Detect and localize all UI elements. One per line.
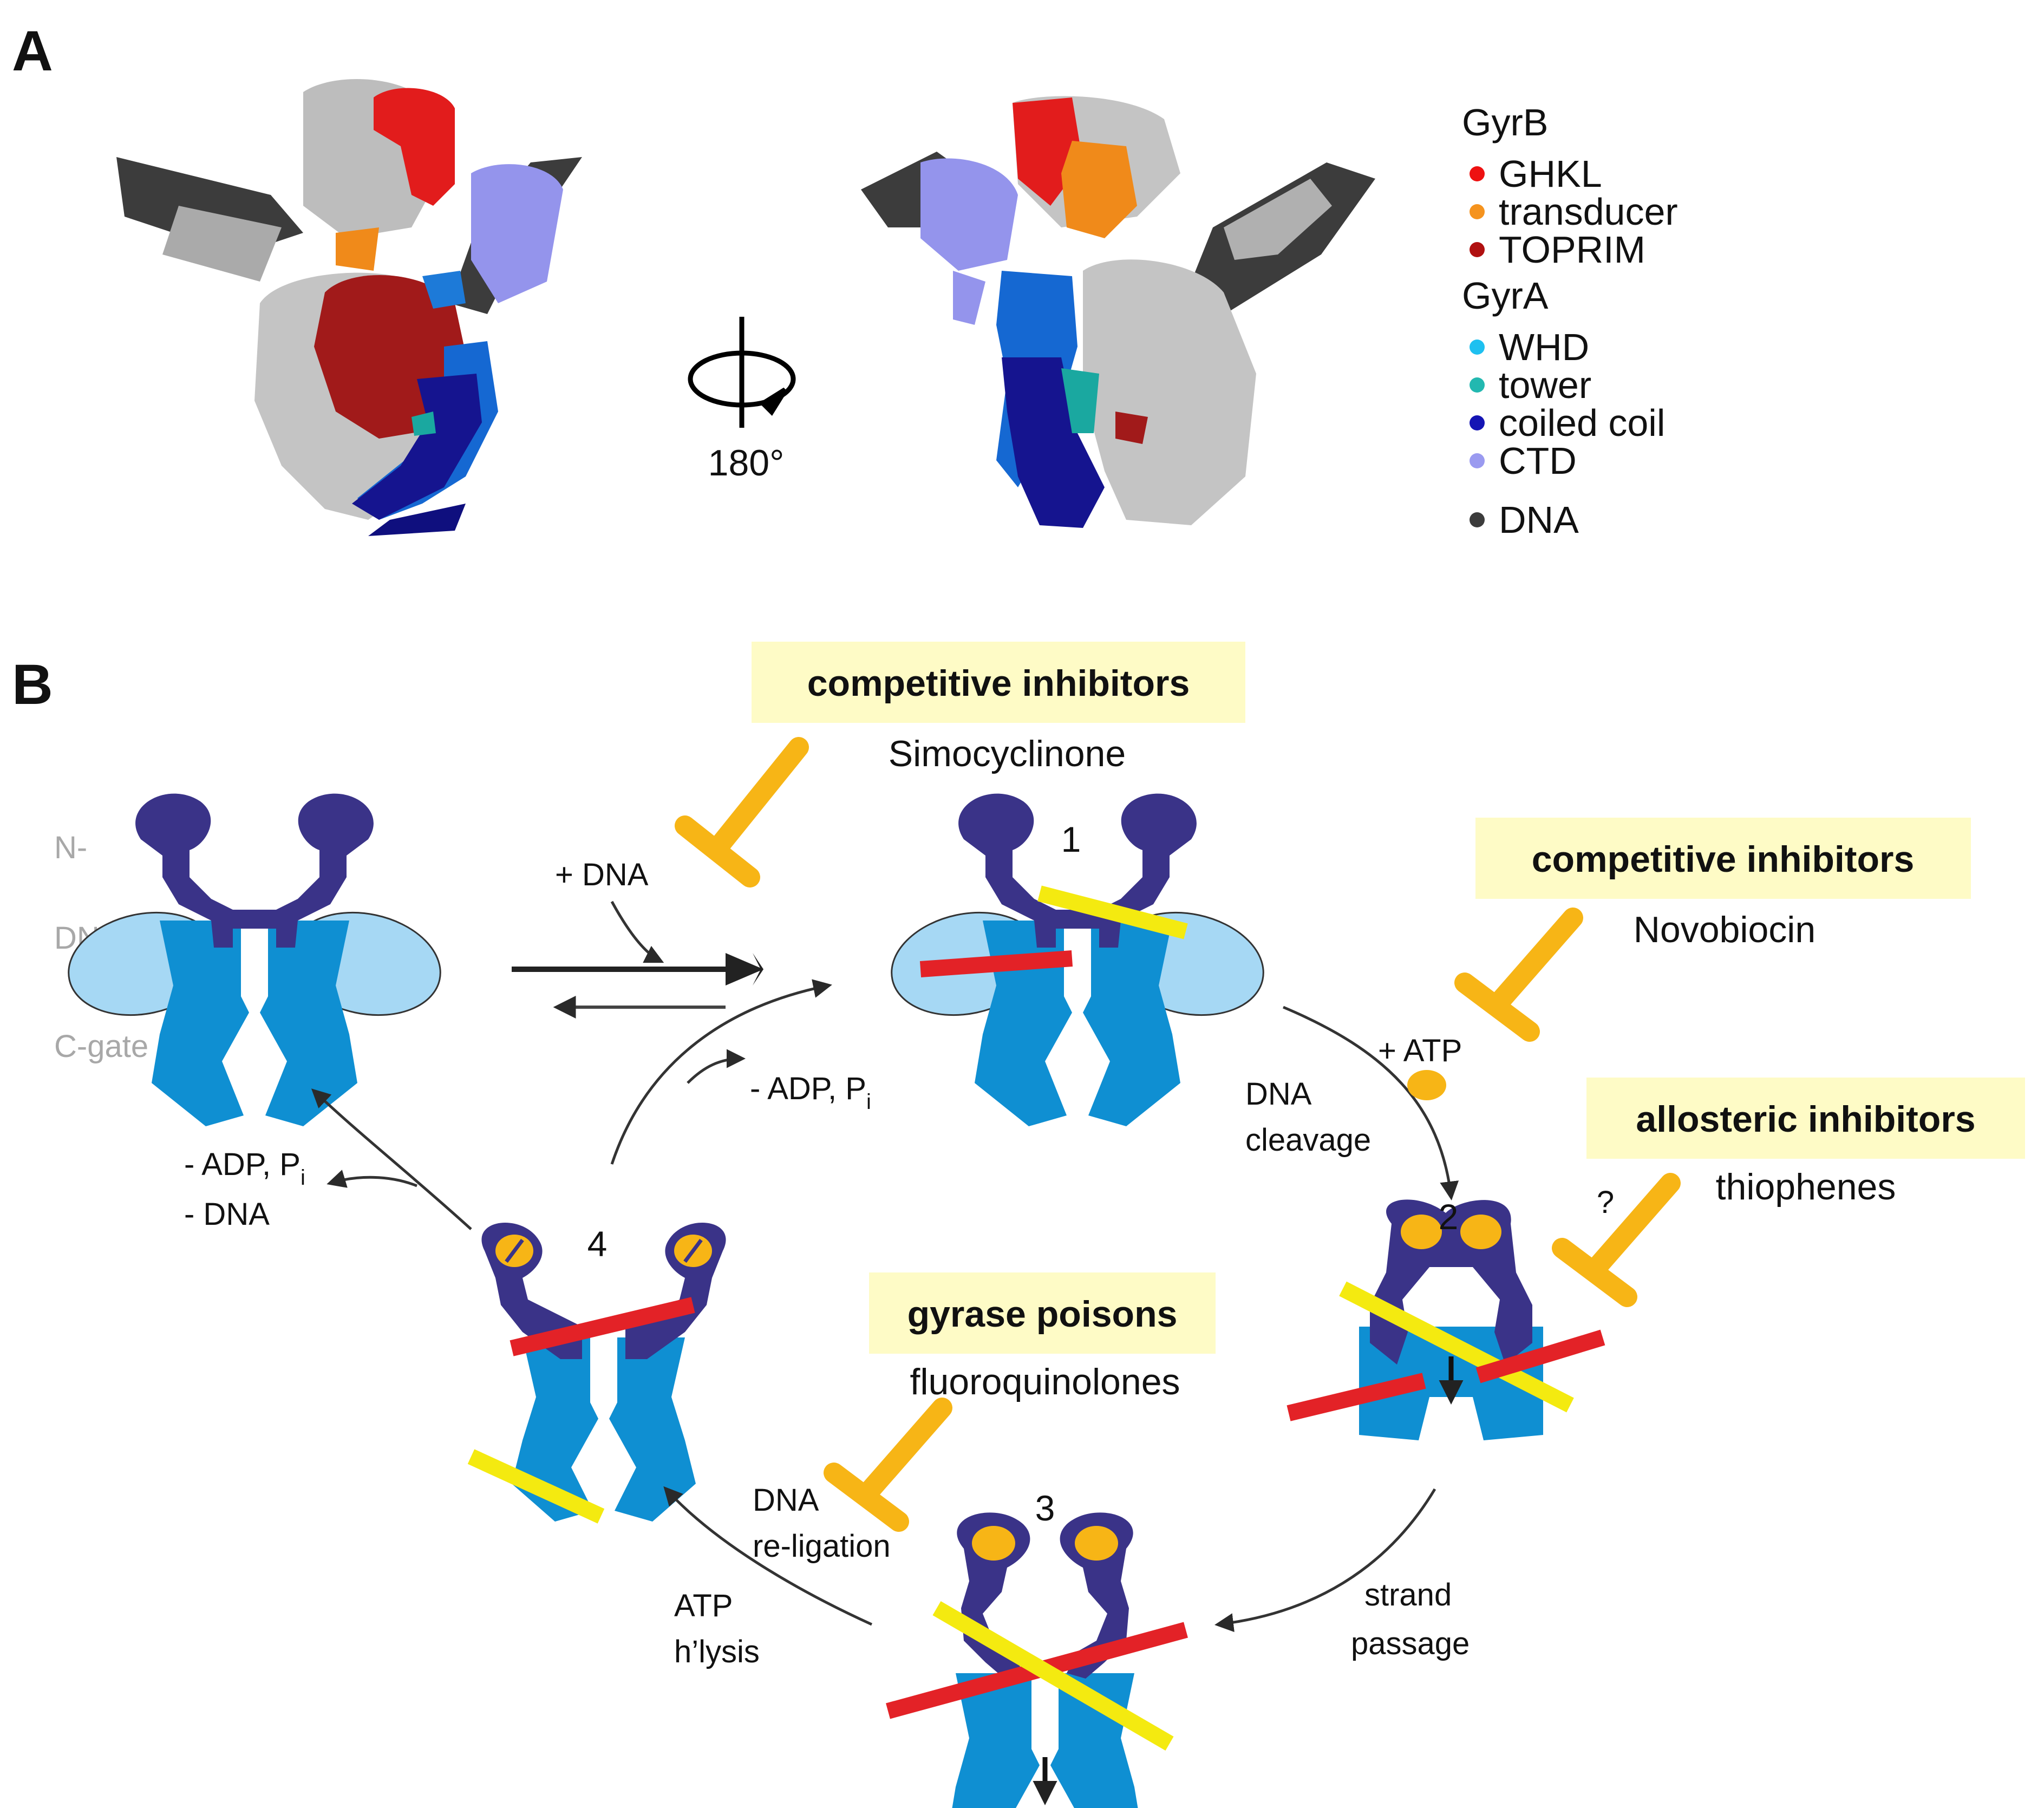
legend-gyra-label-tower: tower [1499, 364, 1591, 406]
release-branch-arrow [326, 1170, 417, 1188]
inhibition-bar-novobiocin [1487, 908, 1583, 1015]
inhibitor-title-2: competitive inhibitors [1532, 839, 1915, 880]
inhibition-bar-thiophenes [1584, 1173, 1681, 1280]
legend-gyrb-label-ghkl: GHKL [1499, 153, 1602, 195]
legend-gyra-swatch-coiled-coil [1470, 415, 1485, 430]
label-release-adp: - ADP, Pi [184, 1147, 305, 1190]
label-c-gate: C-gate [54, 1029, 148, 1064]
plus-dna-arrow [610, 900, 664, 963]
legend-gyra-swatch-tower [1470, 377, 1485, 393]
inhibitor-box-thiophenes [1586, 1078, 2025, 1159]
legend-gyra-label-ctd: CTD [1499, 440, 1577, 482]
legend-gyra-swatch-ctd [1470, 453, 1485, 468]
forward-arrowhead [726, 953, 763, 985]
inhibition-bars [675, 737, 1681, 1532]
legend-dna-swatch [1470, 512, 1485, 527]
religation-arrow [663, 1486, 873, 1626]
gyrase-state-4 [467, 1222, 726, 1524]
legend-gyra-heading: GyrA [1462, 275, 1549, 317]
legend-gyrb-label-toprim: TOPRIM [1499, 229, 1645, 271]
release-arrow [311, 1088, 472, 1230]
state-3-number: 3 [1035, 1488, 1055, 1528]
label-plus-dna: + DNA [555, 857, 649, 892]
inhibitor-drug-novobiocin: Novobiocin [1634, 909, 1816, 950]
structure-view-right [861, 96, 1375, 528]
legend-dna-label: DNA [1499, 499, 1579, 541]
inhibitor-title-3: allosteric inhibitors [1636, 1099, 1975, 1140]
label-dna-cleavage-1: DNA [1245, 1076, 1312, 1112]
label-atp-hydrolysis-1: ATP [674, 1588, 733, 1623]
rotation-label: 180° [708, 442, 785, 484]
label-atp-hydrolysis-2: h’lysis [674, 1634, 760, 1669]
gyrase-state-2 [1287, 1199, 1605, 1440]
inhibitor-drug-simocyclinone: Simocyclinone [889, 733, 1126, 774]
inhibitor-box-novobiocin [1475, 818, 1971, 899]
inhibition-bar-fluoroquinolones [856, 1398, 952, 1505]
gyrase-state-1 [881, 793, 1274, 1127]
structure-view-left [116, 79, 582, 536]
label-plus-atp: + ATP [1378, 1033, 1462, 1068]
label-strand-passage-2: passage [1351, 1626, 1470, 1661]
legend-gyrb-swatch-transducer [1470, 204, 1485, 219]
inhibitor-drug-fluoroquinolones: fluoroquinolones [910, 1361, 1180, 1402]
legend-gyrb-label-transducer: transducer [1499, 191, 1678, 233]
minus-adp-arrow-right [687, 1049, 746, 1084]
label-dna-cleavage-2: cleavage [1245, 1122, 1371, 1158]
inhibitor-drug-thiophenes: thiophenes [1716, 1166, 1896, 1207]
panel-a-label: A [12, 19, 53, 83]
legend-gyra-label-coiled-coil: coiled coil [1499, 402, 1665, 444]
strand-passage-arrow [1214, 1488, 1436, 1633]
reset-arrow [610, 979, 832, 1165]
label-minus-adp-right: - ADP, Pi [750, 1071, 871, 1114]
unknown-mechanism-mark: ? [1597, 1185, 1614, 1220]
label-religation-1: DNA [753, 1483, 819, 1518]
gyrase-state-3 [886, 1512, 1188, 1808]
legend-gyrb-heading: GyrB [1462, 101, 1548, 143]
legend-gyra-label-whd: WHD [1499, 326, 1589, 368]
inhibition-bar-simocyclinone [710, 737, 809, 855]
state-4-number: 4 [587, 1224, 608, 1264]
inhibitor-box-simocyclinone [752, 642, 1245, 723]
state-1-number: 1 [1061, 819, 1081, 859]
inhibitor-title-1: competitive inhibitors [807, 663, 1190, 704]
label-n-gate: N- [54, 830, 87, 865]
label-religation-2: re-ligation [753, 1529, 891, 1564]
legend-gyra-swatch-whd [1470, 340, 1485, 355]
inhibitor-box-fluoroquinolones [869, 1272, 1216, 1354]
gyrase-apo [58, 793, 451, 1127]
state-2-number: 2 [1439, 1197, 1459, 1237]
legend-gyrb-swatch-ghkl [1470, 166, 1485, 181]
cleavage-arrow [1283, 1006, 1459, 1200]
inhibitor-title-4: gyrase poisons [907, 1294, 1178, 1335]
legend-gyrb-swatch-toprim [1470, 242, 1485, 257]
panel-b-label: B [12, 653, 53, 716]
atp-molecule [1407, 1070, 1446, 1100]
label-strand-passage-1: strand [1364, 1577, 1452, 1613]
rotation-symbol [688, 317, 796, 428]
label-release-dna: - DNA [184, 1197, 270, 1232]
